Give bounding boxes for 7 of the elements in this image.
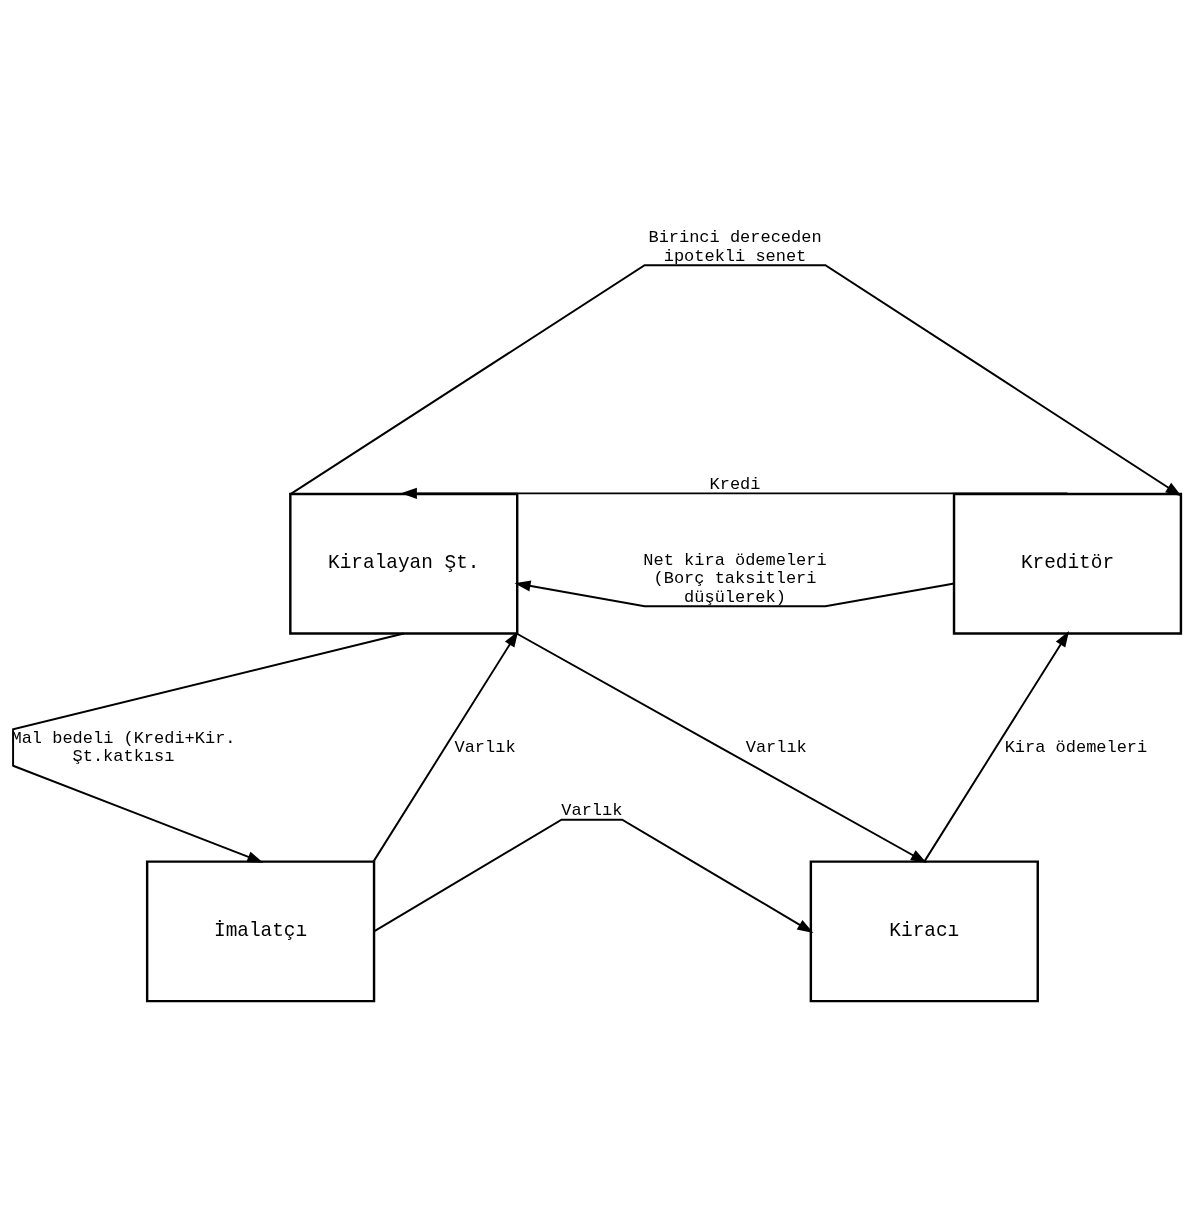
edge-label: Kira ödemeleri (1004, 738, 1148, 758)
edge-label: Varlık (561, 801, 623, 821)
edge-label: Varlık (454, 738, 516, 758)
edge-label: Net kira ödemeleri (Borç taksitleri düşülerek) (643, 551, 827, 607)
edge-label: Varlık (745, 738, 807, 758)
edge-label: Birinci dereceden ipotekli senet (648, 228, 822, 266)
edge-label: Kredi (709, 474, 761, 494)
